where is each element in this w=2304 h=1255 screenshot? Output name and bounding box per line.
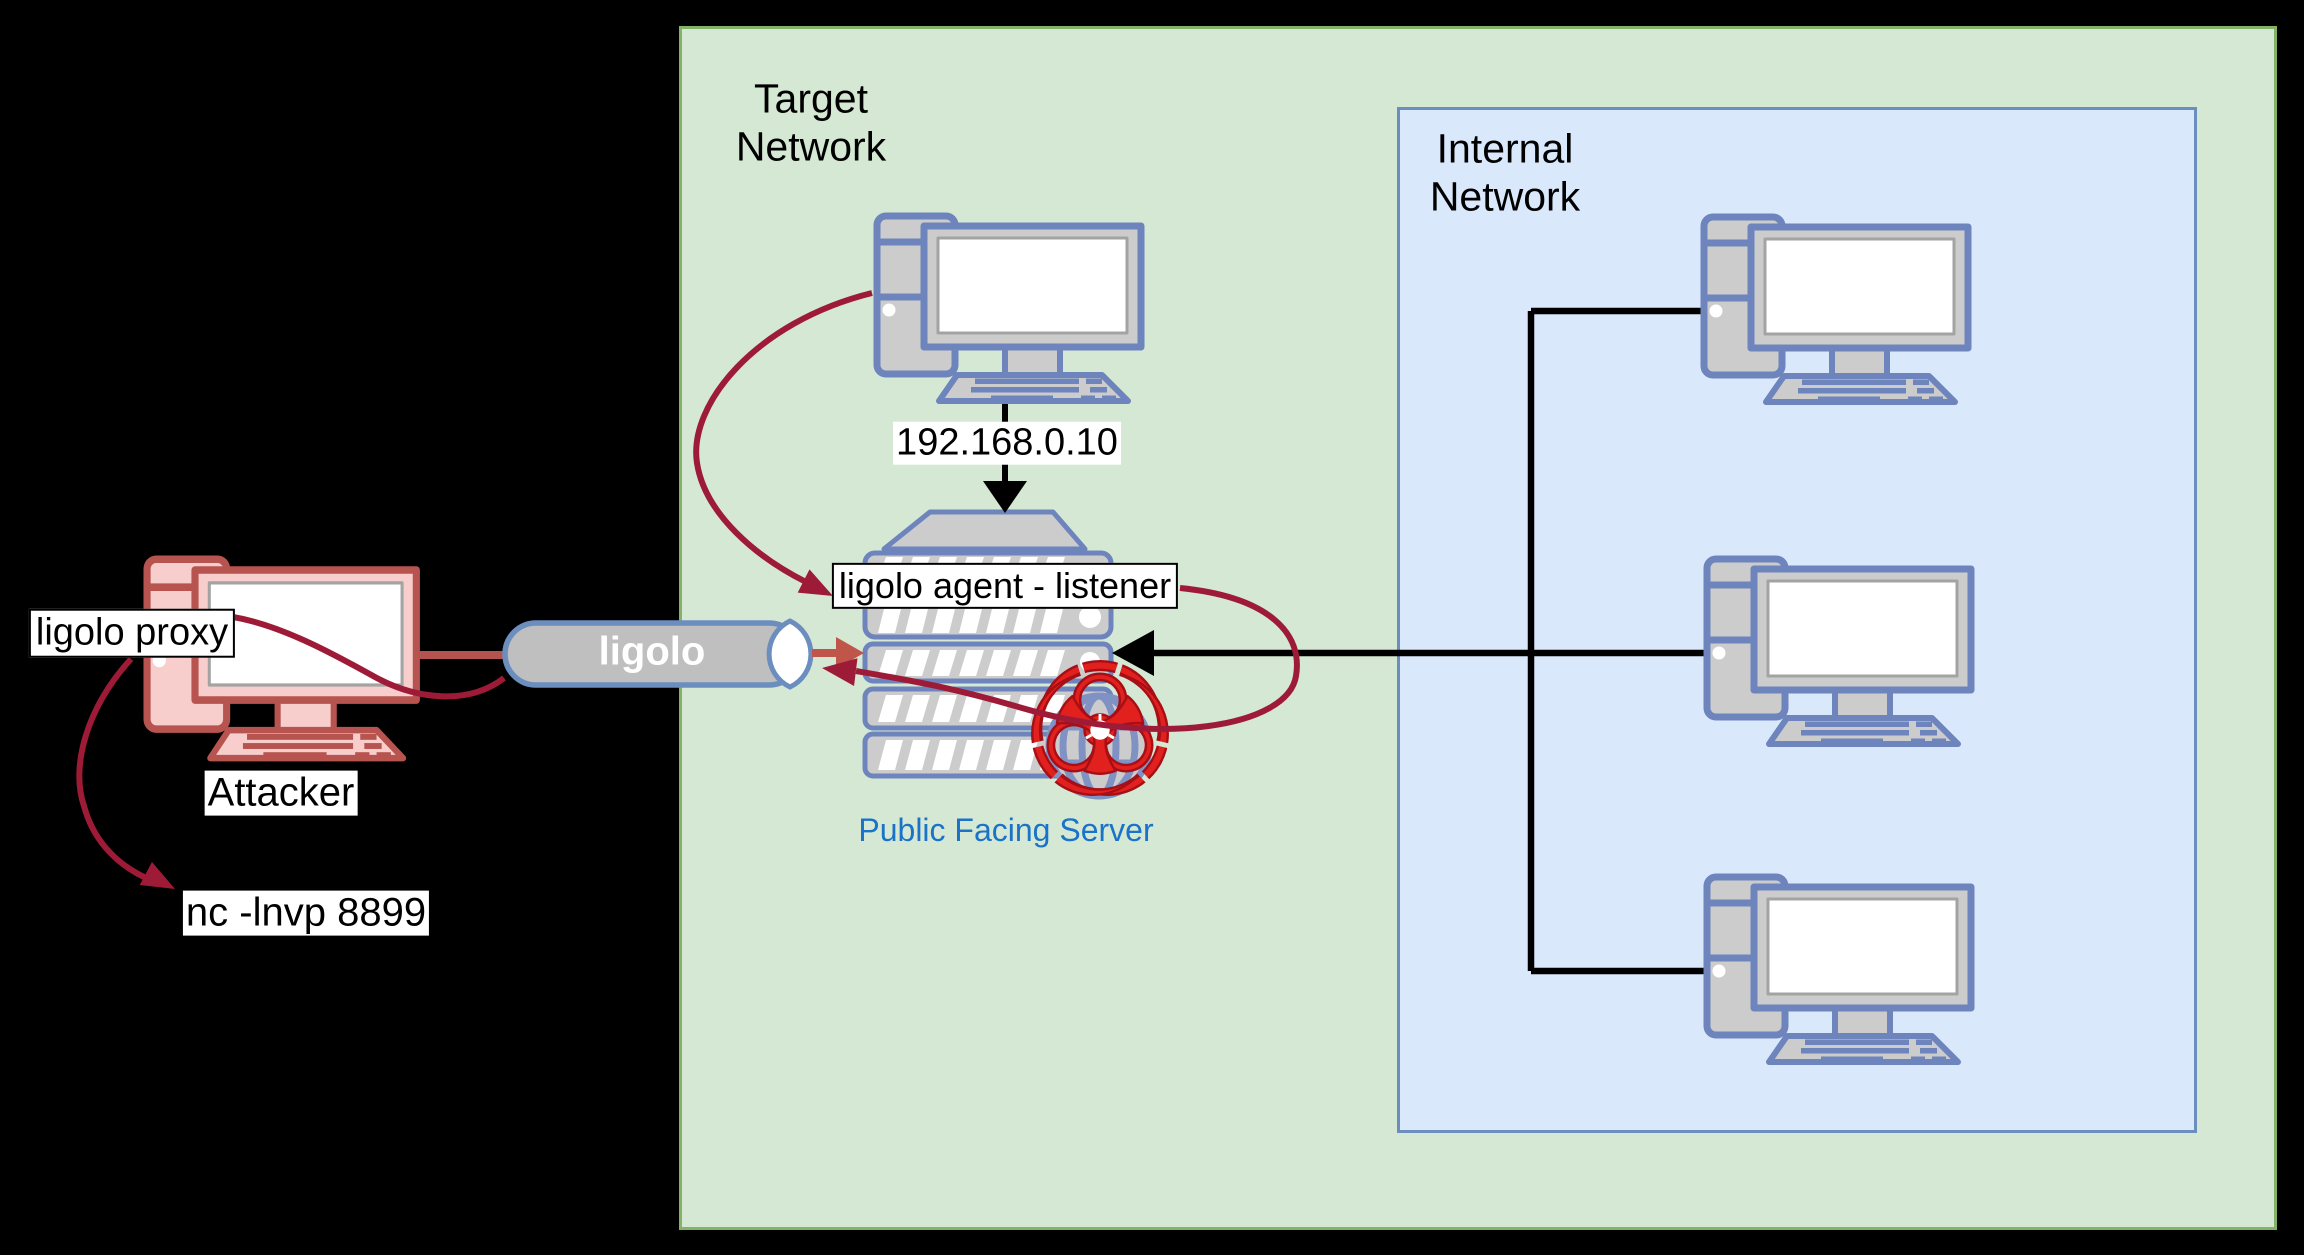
proxy-to-nc-curve [76,656,175,889]
proxy-to-tunnel-curve [232,614,506,700]
tunnel-tube-icon [502,618,814,690]
internal-network-label: Internal Network [1429,125,1581,220]
internal-pc-2-icon [1707,559,1971,744]
ligolo-agent-label: ligolo agent - listener [831,562,1179,610]
ligolo-proxy-label: ligolo proxy [28,608,236,658]
biohazard-icon [1008,659,1192,819]
pc-to-agent-curve [693,290,873,596]
lan-to-server-arrowhead [1112,630,1154,676]
target-pc-ip-label: 192.168.0.10 [893,421,1121,465]
internal-pc-1-icon [1704,217,1968,402]
internal-lan-lines [1148,307,1711,975]
attacker-pc-icon [147,559,416,758]
public-facing-server-label: Public Facing Server [858,812,1154,849]
nc-listener-label: nc -lnvp 8899 [182,890,430,936]
internal-pc-3-icon [1707,877,1971,1062]
tunnel-label: ligolo [598,629,706,674]
agent-to-tunnel-curve [822,585,1300,732]
attacker-label: Attacker [204,770,358,816]
ip-to-server-arrowhead [983,481,1027,513]
target-pc-icon [877,216,1141,401]
target-network-label: Target Network [735,75,887,170]
tunnel-to-server-arrow [812,637,864,669]
